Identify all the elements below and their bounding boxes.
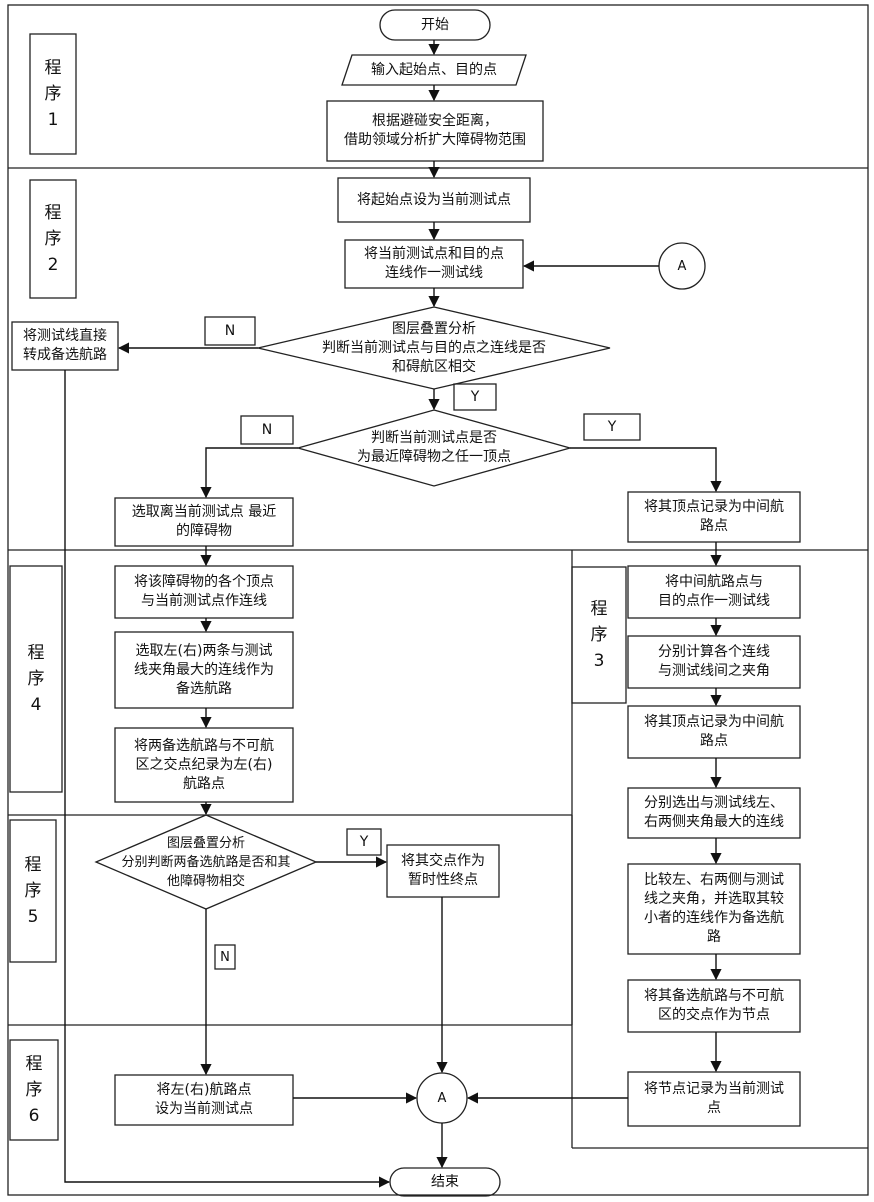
start-label: 开始 [421, 16, 449, 35]
record-vertex2-label: 将其顶点记录为中间航 路点 [644, 713, 784, 751]
choose-lr-label: 选取左(右)两条与测试 线夹角最大的连线作为 备选航路 [134, 642, 274, 699]
draw-line-label: 将当前测试点和目的点 连线作一测试线 [364, 245, 504, 283]
expand-node: 根据避碰安全距离， 借助领域分析扩大障碍物范围 [327, 101, 543, 161]
record-vertex-node: 将其顶点记录为中间航 路点 [628, 492, 800, 542]
branch-y1-label: Y [471, 388, 480, 407]
mid-to-goal-label: 将中间航路点与 目的点作一测试线 [658, 573, 770, 611]
compare-node: 比较左、右两侧与测试 线之夹角，并选取其较 小者的连线作为备选航 路 [628, 864, 800, 954]
node-current-label: 将节点记录为当前测试 点 [644, 1080, 784, 1118]
select-max-label: 分别选出与测试线左、 右两侧夹角最大的连线 [644, 794, 784, 832]
section-label-5-text: 程 序 5 [25, 852, 42, 930]
section-label-1-text: 程 序 1 [45, 55, 62, 133]
calc-angles-node: 分别计算各个连线 与测试线间之夹角 [628, 636, 800, 688]
input-label: 输入起始点、目的点 [371, 61, 497, 80]
end-label: 结束 [431, 1173, 459, 1192]
decision3-label: 图层叠置分析 分别判断两备选航路是否和其 他障碍物相交 [121, 834, 290, 891]
direct-label: 将测试线直接 转成备选航路 [23, 327, 107, 365]
set-lr-current-node: 将左(右)航路点 设为当前测试点 [115, 1075, 293, 1125]
edge-decision2-yes [570, 448, 716, 491]
expand-label: 根据避碰安全距离， 借助领域分析扩大障碍物范围 [344, 112, 526, 150]
connector-a-top-label: A [678, 257, 687, 276]
connector-a-top-text: A [659, 243, 705, 289]
section-label-4-text: 程 序 4 [28, 640, 45, 718]
branch-y3-label: Y [360, 833, 369, 852]
section-label-6: 程 序 6 [10, 1040, 58, 1140]
select-nearest-node: 选取离当前测试点 最近 的障碍物 [115, 498, 293, 546]
node-current-node: 将节点记录为当前测试 点 [628, 1072, 800, 1126]
input-node: 输入起始点、目的点 [346, 55, 522, 85]
branch-n1: N [205, 317, 255, 345]
section-label-5: 程 序 5 [10, 820, 56, 962]
branch-n1-label: N [225, 322, 235, 341]
mid-to-goal-node: 将中间航路点与 目的点作一测试线 [628, 566, 800, 618]
record-vertex-label: 将其顶点记录为中间航 路点 [644, 498, 784, 536]
select-nearest-label: 选取离当前测试点 最近 的障碍物 [132, 503, 276, 541]
branch-n2-label: N [262, 421, 272, 440]
section-label-6-text: 程 序 6 [26, 1051, 43, 1129]
set-start-label: 将起始点设为当前测试点 [357, 191, 511, 210]
section-label-2: 程 序 2 [30, 180, 76, 298]
decision1-label: 图层叠置分析 判断当前测试点与目的点之连线是否 和碍航区相交 [322, 320, 546, 377]
connector-a-bottom-label: A [438, 1089, 447, 1108]
edge-decision2-no [206, 448, 298, 497]
branch-y2: Y [584, 414, 640, 440]
compare-label: 比较左、右两侧与测试 线之夹角，并选取其较 小者的连线作为备选航 路 [644, 871, 784, 947]
decision2-node: 判断当前测试点是否 为最近障碍物之任一顶点 [298, 410, 570, 486]
calc-angles-label: 分别计算各个连线 与测试线间之夹角 [658, 643, 770, 681]
branch-n3: N [215, 945, 235, 969]
branch-n2: N [241, 416, 293, 444]
direct-node: 将测试线直接 转成备选航路 [12, 322, 118, 370]
draw-line-node: 将当前测试点和目的点 连线作一测试线 [345, 240, 523, 288]
mark-intersect-label: 将两备选航路与不可航 区之交点纪录为左(右) 航路点 [134, 737, 274, 794]
branch-y3: Y [347, 829, 381, 855]
section-label-4: 程 序 4 [10, 566, 62, 792]
section-label-1: 程 序 1 [30, 34, 76, 154]
branch-y2-label: Y [608, 418, 617, 437]
select-max-node: 分别选出与测试线左、 右两侧夹角最大的连线 [628, 788, 800, 838]
connect-vertices-label: 将该障碍物的各个顶点 与当前测试点作连线 [134, 573, 274, 611]
branch-n3-label: N [220, 948, 230, 967]
start-terminal: 开始 [380, 10, 490, 40]
connect-vertices-node: 将该障碍物的各个顶点 与当前测试点作连线 [115, 566, 293, 618]
section-label-2-text: 程 序 2 [45, 200, 62, 278]
choose-lr-node: 选取左(右)两条与测试 线夹角最大的连线作为 备选航路 [115, 632, 293, 708]
temp-end-label: 将其交点作为 暂时性终点 [401, 852, 485, 890]
section-label-3-text: 程 序 3 [591, 596, 608, 674]
record-vertex2-node: 将其顶点记录为中间航 路点 [628, 706, 800, 758]
temp-end-node: 将其交点作为 暂时性终点 [387, 845, 499, 897]
decision2-label: 判断当前测试点是否 为最近障碍物之任一顶点 [357, 429, 511, 467]
end-terminal: 结束 [390, 1168, 500, 1196]
mark-intersect-node: 将两备选航路与不可航 区之交点纪录为左(右) 航路点 [115, 728, 293, 802]
intersect-node-label: 将其备选航路与不可航 区的交点作为节点 [644, 987, 784, 1025]
connector-a-bottom-text: A [417, 1073, 467, 1123]
set-lr-current-label: 将左(右)航路点 设为当前测试点 [155, 1081, 253, 1119]
section-label-3: 程 序 3 [572, 567, 626, 703]
branch-y1: Y [454, 384, 496, 410]
intersect-node-node: 将其备选航路与不可航 区的交点作为节点 [628, 980, 800, 1032]
decision1-node: 图层叠置分析 判断当前测试点与目的点之连线是否 和碍航区相交 [258, 307, 610, 389]
decision3-node: 图层叠置分析 分别判断两备选航路是否和其 他障碍物相交 [96, 818, 316, 906]
set-start-node: 将起始点设为当前测试点 [338, 178, 530, 222]
